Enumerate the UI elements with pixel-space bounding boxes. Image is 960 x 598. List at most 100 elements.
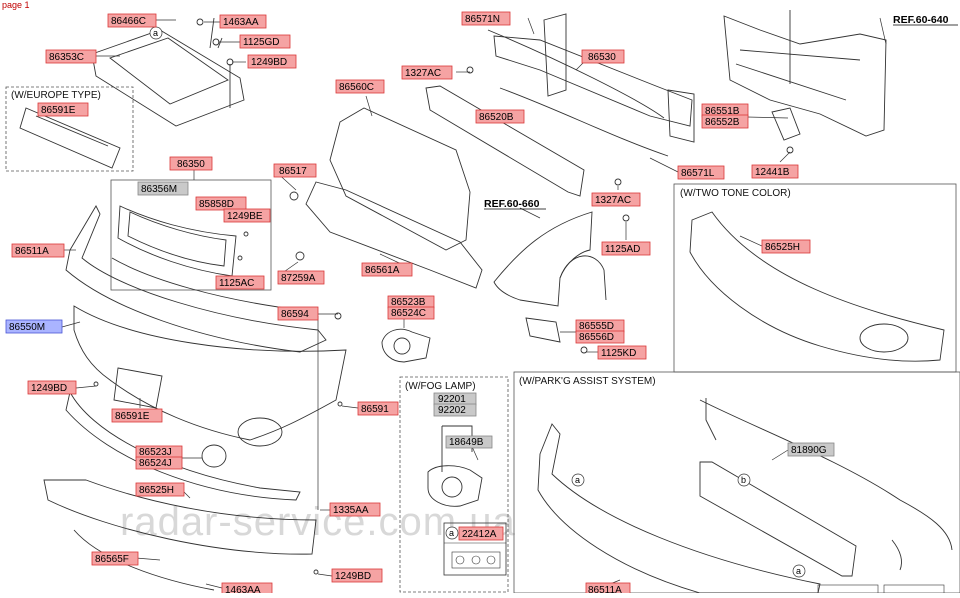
part-86523b[interactable]: 86523B: [387, 295, 435, 309]
part-87259a[interactable]: 87259A: [277, 270, 325, 285]
part-86591e-mid-label: 86591E: [115, 411, 150, 422]
callouts: a a a a b: [149, 26, 806, 578]
part-1125gd[interactable]: 1125GD: [239, 34, 291, 49]
callout-a-top: a: [153, 28, 158, 38]
part-86523j-label: 86523J: [139, 447, 172, 458]
part-86571l[interactable]: 86571L: [677, 165, 725, 180]
part-1327ac-top-label: 1327AC: [405, 68, 441, 79]
part-86511a-left[interactable]: 86511A: [11, 243, 65, 258]
part-86524j[interactable]: 86524J: [135, 456, 183, 470]
park-assist-grille-drawing: [699, 461, 857, 577]
part-92202[interactable]: 92202: [433, 403, 477, 417]
part-85858d-label: 85858D: [199, 199, 234, 210]
part-86517-label: 86517: [279, 166, 307, 177]
part-1335aa[interactable]: 1335AA: [329, 502, 381, 517]
part-1125kd-label: 1125KD: [601, 348, 636, 359]
part-1335aa-label: 1335AA: [333, 505, 369, 516]
part-1463aa-top-label: 1463AA: [223, 17, 259, 28]
part-1327ac-mid[interactable]: 1327AC: [591, 192, 641, 207]
part-22412a[interactable]: 22412A: [458, 526, 504, 541]
energy-absorber-drawing: [425, 85, 585, 197]
license-bracket-drawing: [113, 367, 163, 409]
part-86565f[interactable]: 86565F: [91, 551, 139, 566]
part-86525h-left[interactable]: 86525H: [135, 482, 185, 497]
part-1125ac-left-label: 1125AC: [219, 278, 254, 289]
clip-87259a-drawing: [295, 251, 305, 261]
grille-mesh-lower-drawing: [305, 181, 483, 289]
part-86511a-bot[interactable]: 86511A: [585, 582, 631, 597]
part-86560c[interactable]: 86560C: [335, 79, 385, 94]
part-86551b[interactable]: 86551B: [701, 103, 749, 118]
fog-hole-drawing: [237, 417, 283, 447]
part-86466c-label: 86466C: [111, 16, 146, 27]
part-1125ad-label: 1125AD: [605, 244, 640, 255]
part-86556d[interactable]: 86556D: [575, 330, 625, 344]
part-86350-label: 86350: [177, 159, 205, 170]
part-1249bd-mid[interactable]: 1249BD: [27, 380, 77, 395]
part-1125ad[interactable]: 1125AD: [601, 241, 651, 256]
part-1125ac-left[interactable]: 1125AC: [215, 275, 265, 290]
part-86524j-label: 86524J: [139, 458, 172, 469]
part-81890g[interactable]: 81890G: [787, 442, 835, 457]
ref-60-640[interactable]: REF.60-640: [893, 14, 958, 26]
part-1327ac-top[interactable]: 1327AC: [401, 65, 453, 80]
part-86466c[interactable]: 86466C: [107, 13, 157, 28]
part-12441b[interactable]: 12441B: [751, 164, 799, 179]
part-92201[interactable]: 92201: [433, 392, 477, 406]
part-1249bd-bot-label: 1249BD: [335, 571, 371, 582]
part-1463aa-top[interactable]: 1463AA: [219, 14, 267, 29]
part-1249be[interactable]: 1249BE: [223, 208, 271, 223]
part-86591[interactable]: 86591: [357, 401, 399, 416]
parking-assist-label: (W/PARK'G ASSIST SYSTEM): [519, 376, 656, 387]
part-1249bd-bot[interactable]: 1249BD: [331, 568, 383, 583]
part-86530[interactable]: 86530: [581, 49, 625, 64]
part-1463aa-bot[interactable]: 1463AA: [221, 582, 273, 597]
lower-lip-left-drawing: [65, 390, 301, 501]
part-85858d[interactable]: 85858D: [195, 196, 247, 211]
part-86571n-label: 86571N: [465, 14, 500, 25]
part-86520b[interactable]: 86520B: [475, 109, 525, 124]
skid-plate-drawing: [43, 479, 317, 555]
part-86591e-mid[interactable]: 86591E: [111, 408, 163, 423]
part-86555d-label: 86555D: [579, 321, 614, 332]
part-86555d[interactable]: 86555D: [575, 319, 625, 333]
license-plate-europe-drawing: [19, 107, 121, 169]
part-12441b-label: 12441B: [755, 167, 790, 178]
part-86523b-label: 86523B: [391, 297, 426, 308]
part-86591e-top[interactable]: 86591E: [37, 102, 89, 117]
part-86520b-label: 86520B: [479, 112, 514, 123]
warning-label-box: [443, 522, 507, 576]
europe-type-label: (W/EUROPE TYPE): [11, 90, 101, 101]
part-86525h-right[interactable]: 86525H: [761, 239, 811, 254]
part-1125gd-label: 1125GD: [243, 37, 280, 48]
part-86353c[interactable]: 86353C: [45, 49, 97, 64]
under-cover-drawing: [91, 29, 245, 127]
part-1249bd-top-label: 1249BD: [251, 57, 287, 68]
ref-60-640-label: REF.60-640: [893, 14, 949, 26]
part-1125kd[interactable]: 1125KD: [597, 345, 647, 360]
part-86550m[interactable]: 86550M: [5, 319, 63, 334]
part-86594[interactable]: 86594: [277, 306, 319, 321]
part-86350[interactable]: 86350: [169, 156, 213, 171]
part-86561a[interactable]: 86561A: [361, 262, 413, 277]
part-86524c[interactable]: 86524C: [387, 306, 435, 320]
part-86517[interactable]: 86517: [273, 163, 317, 178]
part-86356m-label: 86356M: [141, 184, 177, 195]
fog-lamp-small-drawing: [381, 328, 431, 363]
ref-60-660-label: REF.60-660: [484, 198, 540, 210]
part-86353c-label: 86353C: [49, 52, 84, 63]
fog-bezel-drawing: [201, 444, 227, 468]
part-86551b-label: 86551B: [705, 106, 740, 117]
part-1249bd-top[interactable]: 1249BD: [247, 54, 297, 69]
part-86571n[interactable]: 86571N: [461, 11, 511, 26]
part-86552b[interactable]: 86552B: [701, 114, 749, 129]
part-87259a-label: 87259A: [281, 273, 316, 284]
ref-60-660[interactable]: REF.60-660: [484, 198, 546, 210]
part-86356m[interactable]: 86356M: [137, 181, 189, 196]
part-22412a-label: 22412A: [462, 529, 497, 540]
part-18649b[interactable]: 18649B: [445, 435, 493, 449]
part-86523j[interactable]: 86523J: [135, 445, 183, 459]
part-86524c-label: 86524C: [391, 308, 426, 319]
callout-b-park: b: [741, 475, 746, 485]
